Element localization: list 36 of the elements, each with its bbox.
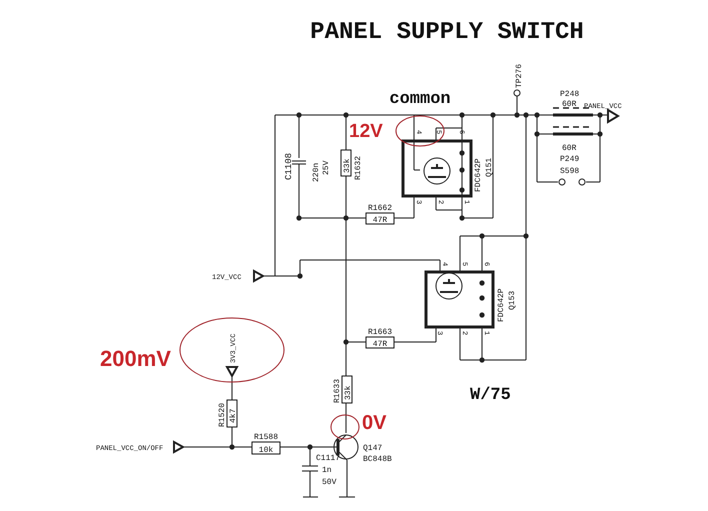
component-label: 1n (322, 466, 332, 475)
component-label: FDC642P (497, 288, 506, 322)
component-label: FDC642P (474, 158, 483, 192)
component-label: R1632 (354, 156, 363, 180)
component-label: R1520 (218, 402, 227, 427)
net-label: TP276 (515, 64, 524, 88)
heading: PANEL SUPPLY SWITCH (310, 19, 584, 46)
component-label: 60R (562, 100, 576, 109)
component-label: S598 (560, 167, 580, 176)
component-label: 47R (372, 216, 388, 225)
component-label: Q147 (363, 444, 382, 453)
component-label: 33k (343, 158, 352, 173)
diagram-note: common (389, 90, 451, 109)
component-label: P248 (560, 90, 580, 99)
component-label: 47R (372, 340, 388, 349)
component-label: Q153 (508, 290, 517, 310)
component-label: 4k7 (229, 408, 238, 423)
component-label: 25V (322, 160, 331, 175)
voltage-annotation: 0V (362, 412, 386, 434)
component-label: BC848B (363, 455, 392, 464)
component-label: C1108 (284, 152, 294, 180)
component-label: C1117 (316, 454, 340, 463)
component-label: Q151 (485, 158, 494, 177)
voltage-annotation: 200mV (100, 346, 171, 371)
component-label: R1662 (368, 204, 392, 213)
voltage-annotation: 12V (349, 121, 383, 142)
component-label: 220n (312, 162, 321, 182)
component-label: 10k (258, 446, 274, 455)
component-label: R1633 (333, 378, 342, 403)
component-label: 60R (562, 144, 576, 153)
component-label: 50V (322, 478, 336, 487)
component-label: P249 (560, 155, 580, 164)
component-label: R1663 (368, 328, 392, 337)
component-label: R1588 (254, 433, 278, 442)
component-label: 33k (344, 386, 353, 400)
diagram-note: W/75 (470, 386, 511, 405)
